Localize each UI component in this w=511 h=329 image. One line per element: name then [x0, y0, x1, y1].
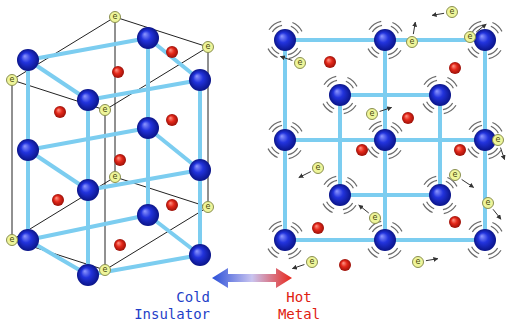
electron-symbol: e	[113, 173, 118, 181]
electron-dot: e	[464, 31, 476, 43]
electron-symbol: e	[103, 106, 108, 114]
electron-symbol: e	[496, 136, 501, 144]
electron-dot: e	[492, 134, 504, 146]
unit-cell-outline	[12, 17, 208, 270]
electron-symbol: e	[468, 33, 473, 41]
electron-symbol: e	[450, 8, 455, 16]
electron-symbol: e	[298, 59, 303, 67]
electron-dot: e	[369, 212, 381, 224]
state-label-hot: Hot Metal	[268, 289, 330, 323]
electron-symbol: e	[206, 43, 211, 51]
electron-symbol: e	[310, 258, 315, 266]
bond-lines	[28, 38, 485, 275]
electron-symbol: e	[453, 171, 458, 179]
electron-symbol: e	[370, 110, 375, 118]
electron-dot: e	[482, 197, 494, 209]
electron-dot: e	[449, 169, 461, 181]
electron-dot: e	[99, 104, 111, 116]
electron-dot: e	[99, 264, 111, 276]
electron-dot: e	[109, 11, 121, 23]
electron-symbol: e	[206, 203, 211, 211]
electron-symbol: e	[486, 199, 491, 207]
double-arrow	[212, 268, 292, 288]
electron-dot: e	[202, 41, 214, 53]
electron-dot: e	[294, 57, 306, 69]
atoms	[17, 27, 496, 286]
electron-dot: e	[412, 256, 424, 268]
electron-symbol: e	[410, 38, 415, 46]
electron-dot: e	[202, 201, 214, 213]
electron-symbol: e	[316, 164, 321, 172]
electron-dot: e	[446, 6, 458, 18]
electron-symbol: e	[103, 266, 108, 274]
electron-dot: e	[312, 162, 324, 174]
electron-dot: e	[366, 108, 378, 120]
electron-symbol: e	[416, 258, 421, 266]
electron-dot: e	[109, 171, 121, 183]
electron-dot: e	[406, 36, 418, 48]
vibration-arcs	[268, 21, 502, 258]
electron-dot: e	[6, 74, 18, 86]
electron-symbol: e	[10, 236, 15, 244]
electron-dot: e	[6, 234, 18, 246]
electron-symbol: e	[113, 13, 118, 21]
electron-dot: e	[306, 256, 318, 268]
electron-symbol: e	[10, 76, 15, 84]
state-label-cold: Cold Insulator	[128, 289, 210, 323]
electron-symbol: e	[373, 214, 378, 222]
electron-motion-arrows	[280, 13, 504, 268]
